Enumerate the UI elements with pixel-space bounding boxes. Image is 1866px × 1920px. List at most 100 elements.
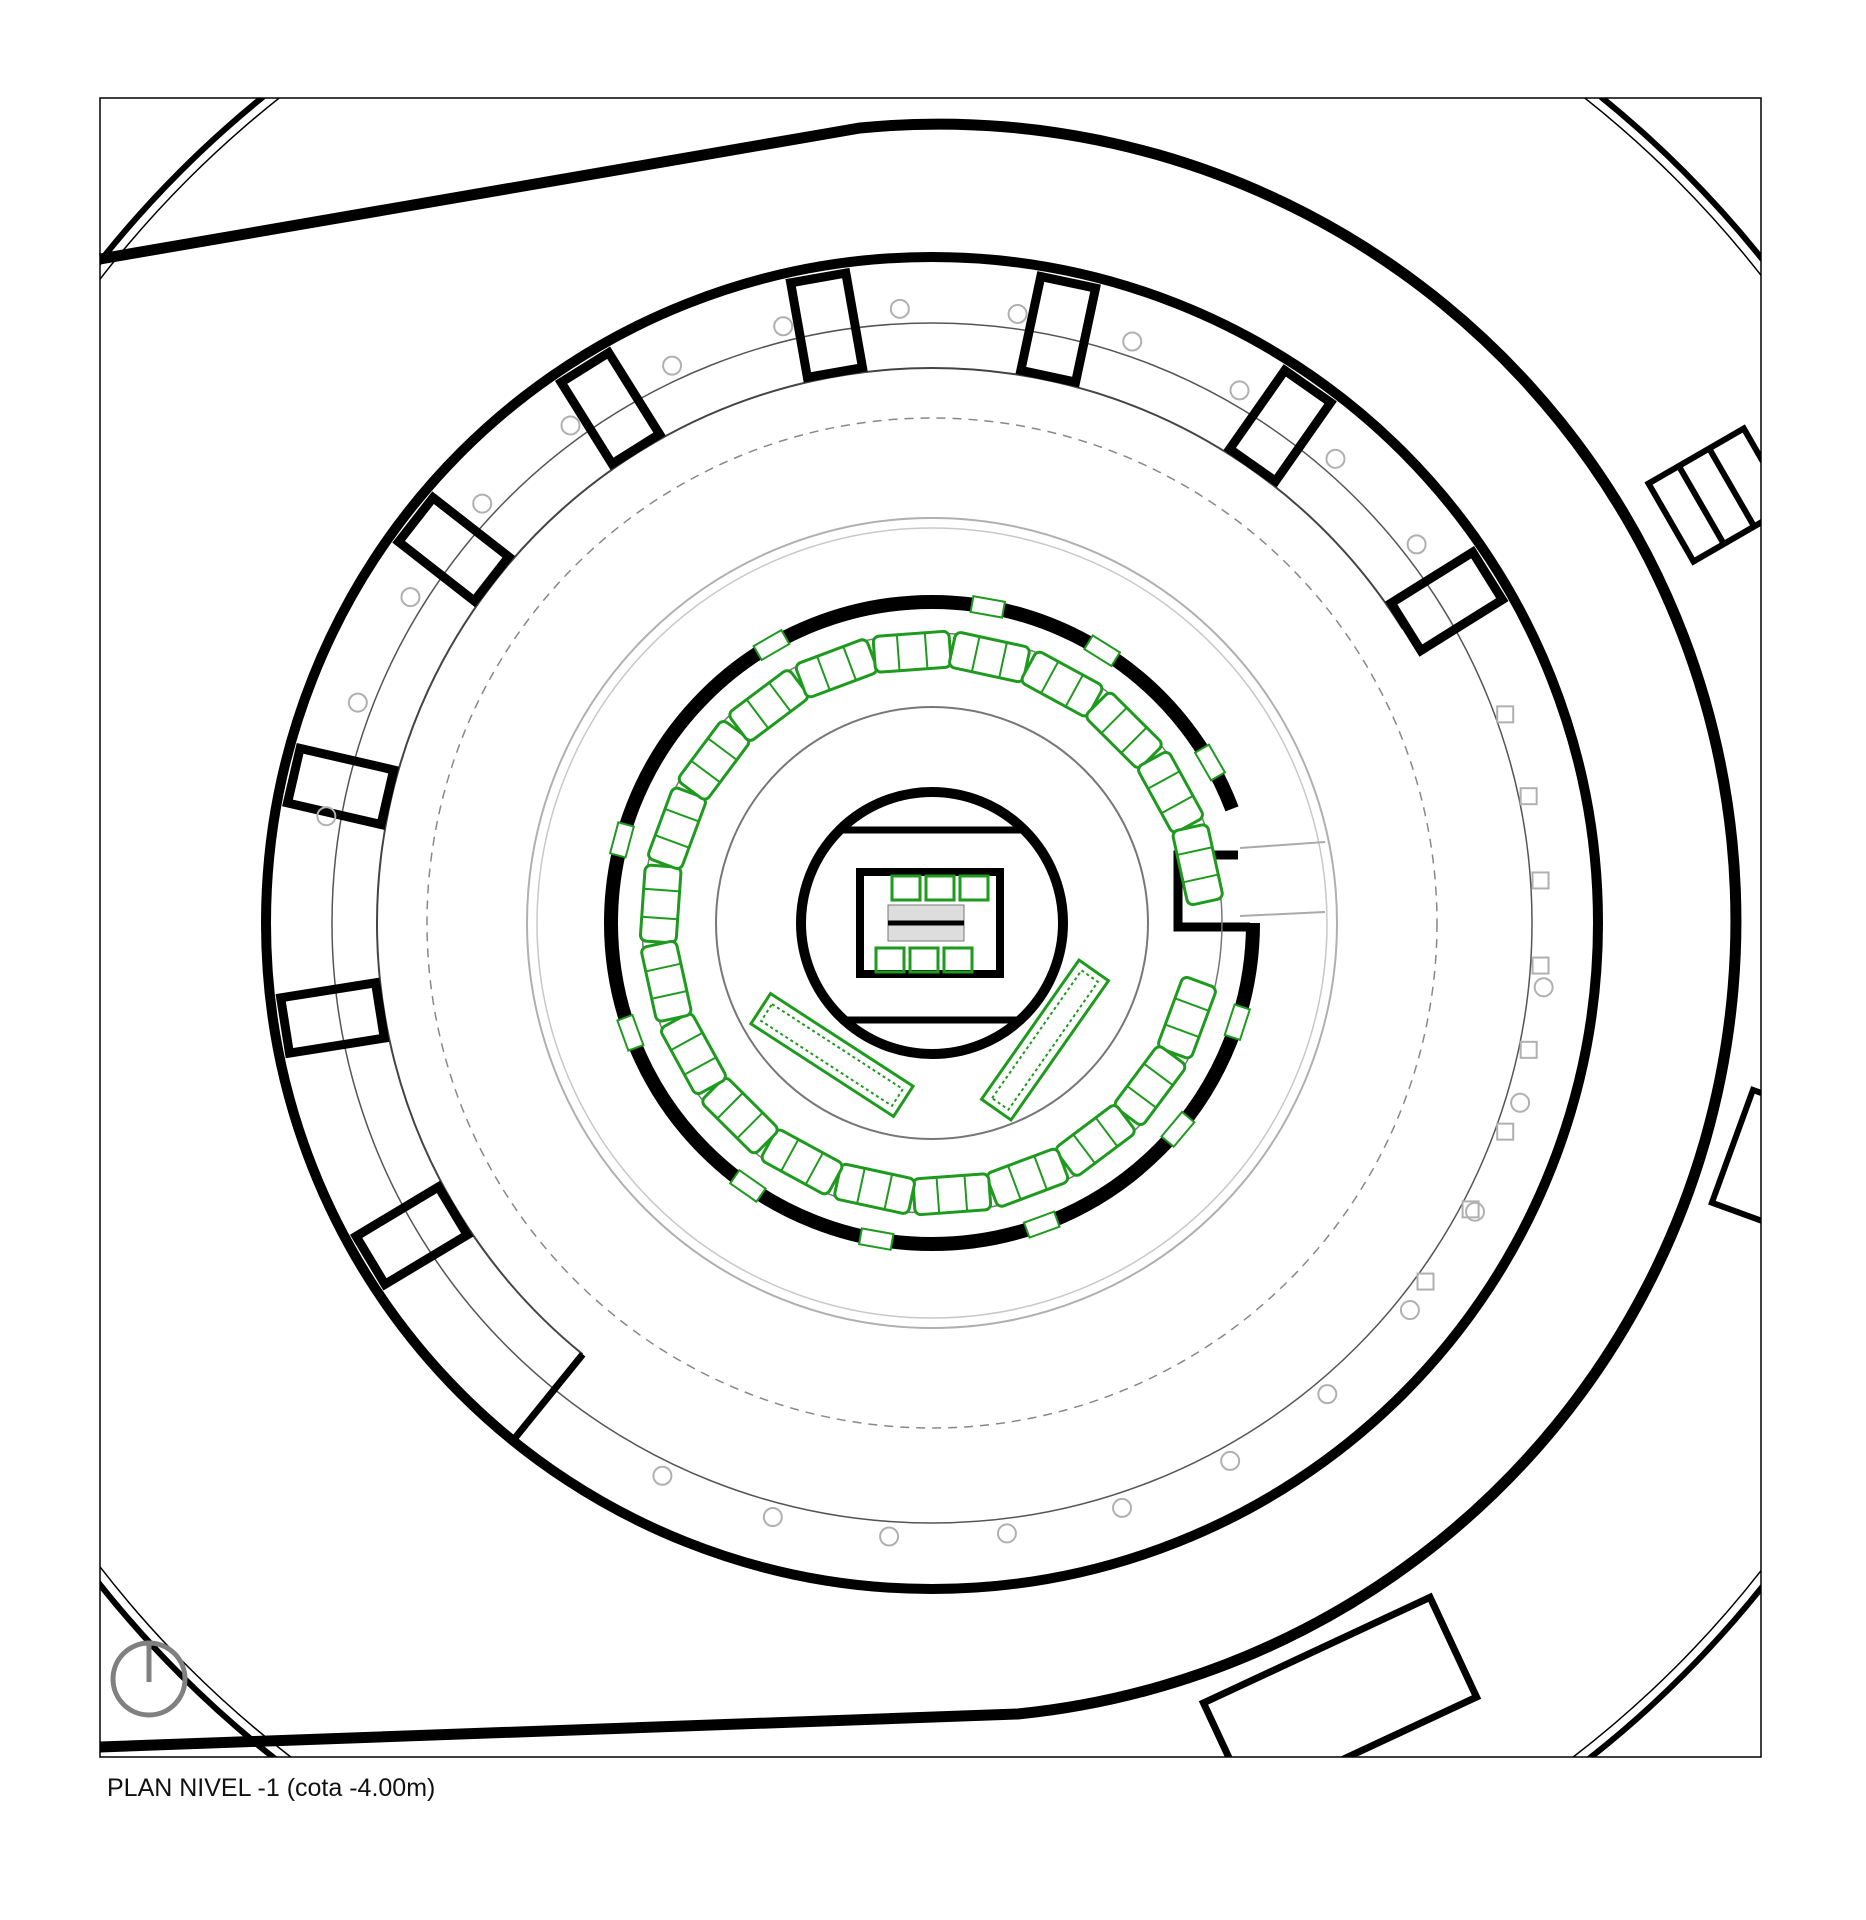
dashed-drive-lane	[426, 417, 1438, 1429]
room-piers	[275, 267, 1509, 1291]
drawing-frame	[99, 97, 1762, 1758]
furniture-item	[1317, 1384, 1338, 1405]
parking-wall-openings	[608, 595, 1252, 1251]
wall-opening	[1193, 743, 1227, 782]
table-item	[1416, 1272, 1435, 1291]
elevator	[874, 946, 906, 974]
parking-car	[701, 1077, 779, 1155]
parking-car	[948, 631, 1031, 684]
furniture-item	[1406, 534, 1427, 555]
furniture-item	[1399, 1300, 1420, 1321]
furniture-item	[652, 1465, 673, 1486]
furniture-item	[347, 692, 368, 713]
furniture-item	[762, 1507, 783, 1528]
table-item	[1531, 956, 1550, 975]
wall-opening	[1022, 1210, 1061, 1239]
furniture-ring-inner	[536, 527, 1328, 1319]
building-outer-wall	[261, 252, 1603, 1594]
entrance-box-bottom	[1198, 1592, 1482, 1757]
parking-car	[728, 669, 809, 742]
furniture-item	[560, 415, 581, 436]
inner-ramp-circle	[715, 706, 1149, 1140]
parking-car	[638, 863, 683, 945]
structural-pier	[282, 742, 400, 830]
wall-opening	[752, 628, 791, 662]
wall-opening	[969, 595, 1007, 619]
table-item	[1496, 1122, 1515, 1141]
parking-ring-wall	[604, 595, 1260, 1251]
parking-car	[1157, 975, 1217, 1060]
furniture-item	[1122, 331, 1143, 352]
table-item	[1531, 871, 1550, 890]
north-arrow-icon	[110, 1640, 188, 1718]
structural-pier	[1385, 545, 1509, 657]
furniture-ring	[526, 517, 1338, 1329]
structural-pier	[1223, 364, 1337, 488]
furniture-item	[1112, 1497, 1133, 1518]
parking-car	[677, 720, 751, 801]
parking-car	[1137, 750, 1204, 834]
parking-car	[647, 786, 707, 871]
elevator	[908, 946, 940, 974]
furniture-item	[1220, 1450, 1241, 1471]
structural-pier	[392, 491, 516, 608]
wall-opening	[728, 1168, 767, 1204]
parking-car	[640, 939, 693, 1023]
parking-car	[1113, 1045, 1187, 1126]
furniture-item	[1510, 1092, 1531, 1113]
core-stair-block	[836, 826, 1028, 1024]
furniture-item	[879, 1526, 900, 1547]
ramp-box-right	[1644, 424, 1761, 566]
structural-pier	[785, 267, 868, 383]
structural-pier	[554, 346, 666, 470]
wall-opening	[1082, 634, 1122, 668]
room-furniture	[316, 298, 1554, 1547]
room-ring-inner-edge	[376, 367, 1404, 1356]
wall-opening	[857, 1227, 895, 1251]
wall-opening	[1160, 1110, 1196, 1149]
elevator	[942, 946, 974, 974]
wall-opening	[1223, 1003, 1252, 1042]
furniture-item	[1465, 1201, 1486, 1222]
structural-pier	[275, 977, 390, 1059]
parking-car	[911, 1172, 993, 1217]
parking-car	[660, 1012, 727, 1096]
furniture-item	[773, 316, 794, 337]
elevator	[958, 874, 990, 902]
parking-car	[833, 1162, 916, 1215]
furniture-item	[889, 298, 910, 319]
furniture-item	[400, 587, 421, 608]
parking-car	[1020, 650, 1104, 718]
furniture-item	[1229, 380, 1250, 401]
furniture-item	[662, 355, 683, 376]
parking-car	[760, 1128, 844, 1196]
plan-caption: PLAN NIVEL -1 (cota -4.00m)	[107, 1774, 436, 1802]
wall-opening	[608, 821, 636, 859]
structural-pier	[349, 1180, 474, 1291]
parking-car	[871, 629, 953, 674]
table-item	[1519, 787, 1538, 806]
east-corridor	[1239, 841, 1326, 917]
outer-road-wall	[99, 118, 1742, 1753]
parking-car	[1055, 1104, 1136, 1177]
parking-car	[1171, 823, 1224, 907]
parking-spaces	[638, 629, 1224, 1217]
table-item	[1519, 1040, 1538, 1059]
elevator	[890, 874, 922, 902]
furniture-item	[472, 493, 493, 514]
escalator-left	[748, 991, 916, 1119]
furniture-item	[316, 806, 337, 827]
room-ring-end-wall	[510, 1352, 586, 1443]
furniture-item	[996, 1523, 1017, 1544]
furniture-item	[1325, 448, 1346, 469]
table-item	[1461, 1200, 1480, 1219]
elevator	[924, 874, 956, 902]
parking-car	[1085, 691, 1163, 769]
parking-car	[794, 638, 879, 699]
furniture-item	[1533, 977, 1554, 998]
ramp-guide-circle	[331, 322, 1533, 1524]
wall-opening	[616, 1013, 645, 1052]
ramp-box-right-lower	[1708, 1086, 1761, 1234]
